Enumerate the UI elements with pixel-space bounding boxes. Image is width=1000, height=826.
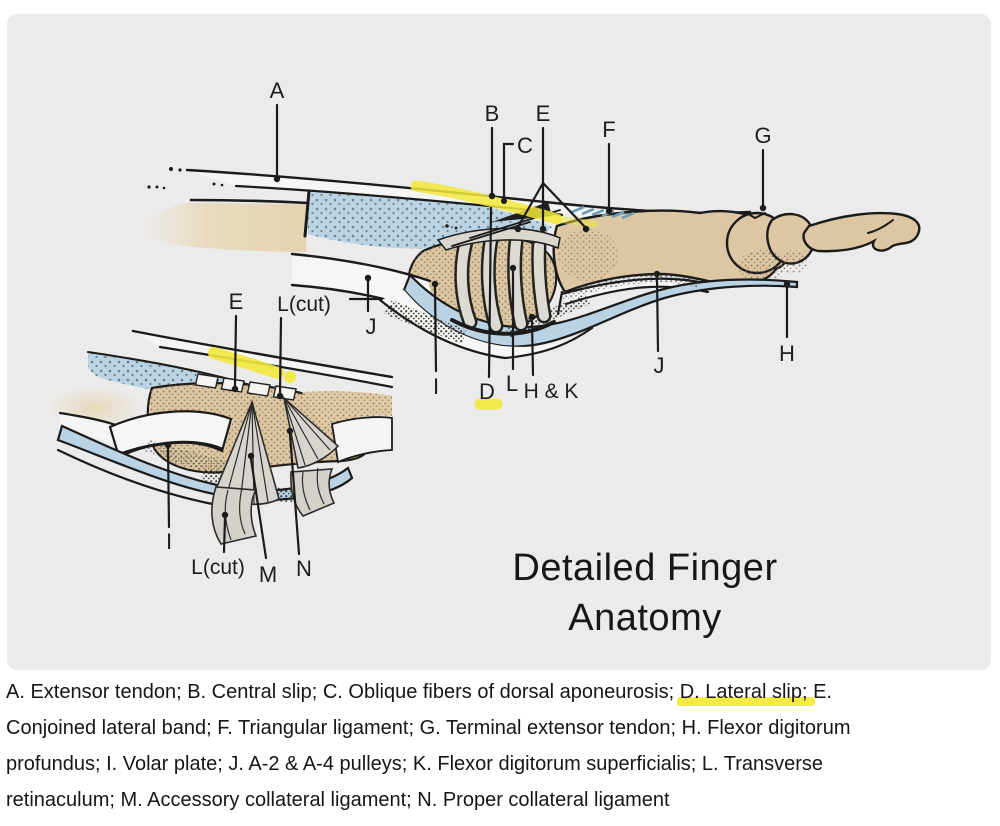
label-l-cut-top: L(cut) [276, 293, 331, 400]
label-e-main: E [514, 101, 590, 233]
label-n: N [286, 427, 312, 581]
label-f-text: F [602, 117, 615, 142]
yellow-highlight-stroke-main [410, 180, 563, 225]
label-d-text: D [479, 379, 495, 404]
label-l-text: L [506, 371, 518, 396]
label-e-main-text: E [536, 101, 551, 126]
dip-joint-stipple [738, 250, 786, 282]
caption-line-2: Conjoined lateral band; F. Triangular li… [6, 717, 851, 739]
inset-extensor-band [131, 329, 394, 389]
label-b-text: B [485, 101, 500, 126]
figure-title-line2: Anatomy [568, 597, 721, 639]
label-e-inset-text: E [229, 289, 244, 314]
highlighter-marks [208, 180, 598, 410]
label-g: G [754, 123, 772, 212]
inset-labels: E L(cut) I L(cut) M N [164, 289, 331, 587]
legend-caption: A. Extensor tendon; B. Central slip; C. … [6, 674, 996, 818]
caption-line-1: A. Extensor tendon; B. Central slip; C. … [6, 674, 996, 710]
label-a: A [270, 78, 285, 183]
label-i-inset-text: I [166, 529, 172, 554]
label-i-main-text: I [433, 374, 439, 399]
inset-right-sheath [302, 391, 393, 464]
label-h-text: H [779, 341, 795, 366]
proper-collateral-fan [282, 395, 340, 469]
caption-line1-pre: A. Extensor tendon; B. Central slip; C. … [6, 681, 680, 703]
distal-phalanx-bone [738, 211, 921, 282]
yellow-highlight-stroke-inset [208, 347, 284, 379]
label-m-text: M [259, 562, 277, 587]
inset-illustration [47, 329, 394, 545]
label-m: M [247, 452, 277, 587]
label-h: H [779, 280, 795, 366]
lateral-band-cap [436, 227, 561, 251]
label-l-cut-top-text: L(cut) [277, 293, 331, 316]
label-a-text: A [270, 78, 285, 103]
label-c: C [501, 133, 533, 204]
label-e-inset: E [229, 289, 244, 393]
label-n-text: N [296, 556, 312, 581]
label-j-right: J [654, 270, 665, 378]
label-j-left: J [348, 274, 384, 339]
label-f: F [602, 117, 616, 215]
yellow-highlight-dot [284, 371, 296, 383]
terminal-tendon-notch [744, 211, 766, 220]
anatomy-diagram: A B C E F G H J [7, 14, 991, 670]
label-g-text: G [754, 123, 771, 148]
label-d: D [479, 206, 495, 404]
label-b: B [485, 101, 500, 200]
label-c-text: C [517, 133, 533, 158]
label-hk: H & K [524, 313, 579, 403]
caption-highlight-lateral-slip: D. Lateral slip; [679, 681, 808, 703]
label-j-left-text: J [366, 314, 377, 339]
main-labels: A B C E F G H J [270, 78, 795, 404]
dark-stipple-left [384, 300, 466, 344]
label-i-main: I [431, 280, 439, 399]
caption-line-3: profundus; I. Volar plate; J. A-2 & A-4 … [6, 753, 824, 775]
label-j-right-text: J [654, 353, 665, 378]
flexor-tendon-cream-band [140, 198, 310, 252]
label-l-cut-bottom: L(cut) [191, 511, 245, 579]
caption-line1-post: E. [807, 681, 832, 703]
label-hk-text: H & K [524, 380, 579, 403]
label-i-inset: I [164, 441, 172, 554]
caption-line-4: retinaculum; M. Accessory collateral lig… [6, 789, 670, 811]
figure-title-line1: Detailed Finger [512, 547, 777, 589]
label-l: L [506, 264, 518, 396]
label-l-cut-bottom-text: L(cut) [191, 556, 245, 579]
figure-title: Detailed Finger Anatomy [512, 547, 777, 639]
retinaculum-cut-flaps [211, 467, 336, 545]
